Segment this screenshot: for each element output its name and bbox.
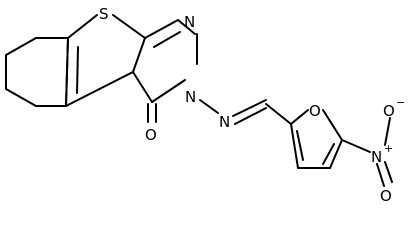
- furan-ring: [290, 109, 343, 169]
- bond: [65, 37, 69, 107]
- bond: [290, 109, 309, 125]
- bond: [384, 117, 391, 146]
- bond: [199, 99, 219, 114]
- imine-linker: [199, 99, 292, 125]
- atom-nitro-nitrogen: N: [371, 148, 382, 166]
- nitro-group: [341, 117, 393, 187]
- atom-nitro-oxygen-bottom: O: [380, 187, 392, 205]
- bond: [153, 31, 181, 48]
- atom-imine-nitrogen: N: [219, 113, 230, 131]
- bond: [329, 139, 343, 169]
- charge-plus: +: [384, 142, 393, 155]
- atom-sulfur: S: [99, 5, 109, 23]
- bond: [151, 79, 186, 103]
- atom-carbonyl-oxygen: O: [145, 126, 157, 144]
- bond: [177, 19, 196, 35]
- bond: [376, 163, 385, 187]
- bond: [144, 19, 179, 39]
- bond: [322, 109, 343, 141]
- bond: [234, 107, 267, 125]
- bond: [5, 37, 37, 56]
- bond: [5, 88, 37, 107]
- bond: [232, 99, 267, 117]
- carbonyl-group: [147, 103, 157, 123]
- bond: [67, 14, 98, 39]
- bond: [112, 14, 146, 39]
- charge-minus: −: [396, 96, 405, 109]
- bond: [65, 71, 134, 107]
- bond: [322, 143, 335, 165]
- atom-lactam-nitrogen: N: [185, 88, 196, 106]
- bond: [132, 71, 153, 103]
- thiophene-ring: [65, 14, 146, 107]
- bond: [265, 103, 292, 125]
- bond: [341, 139, 371, 153]
- atom-nitro-oxygen-top: O: [383, 102, 395, 120]
- atom-furan-oxygen: O: [309, 102, 321, 120]
- bond: [296, 130, 304, 161]
- cyclohexane-ring: [5, 37, 69, 107]
- atom-ring-nitrogen: N: [184, 13, 195, 31]
- pyrimidinone-ring: [132, 19, 198, 103]
- bond: [132, 37, 146, 73]
- molecule-structure-diagram: S N N O N O N + O − O: [5, 5, 405, 205]
- bond: [76, 46, 79, 94]
- bond: [290, 123, 299, 169]
- bond: [384, 161, 393, 183]
